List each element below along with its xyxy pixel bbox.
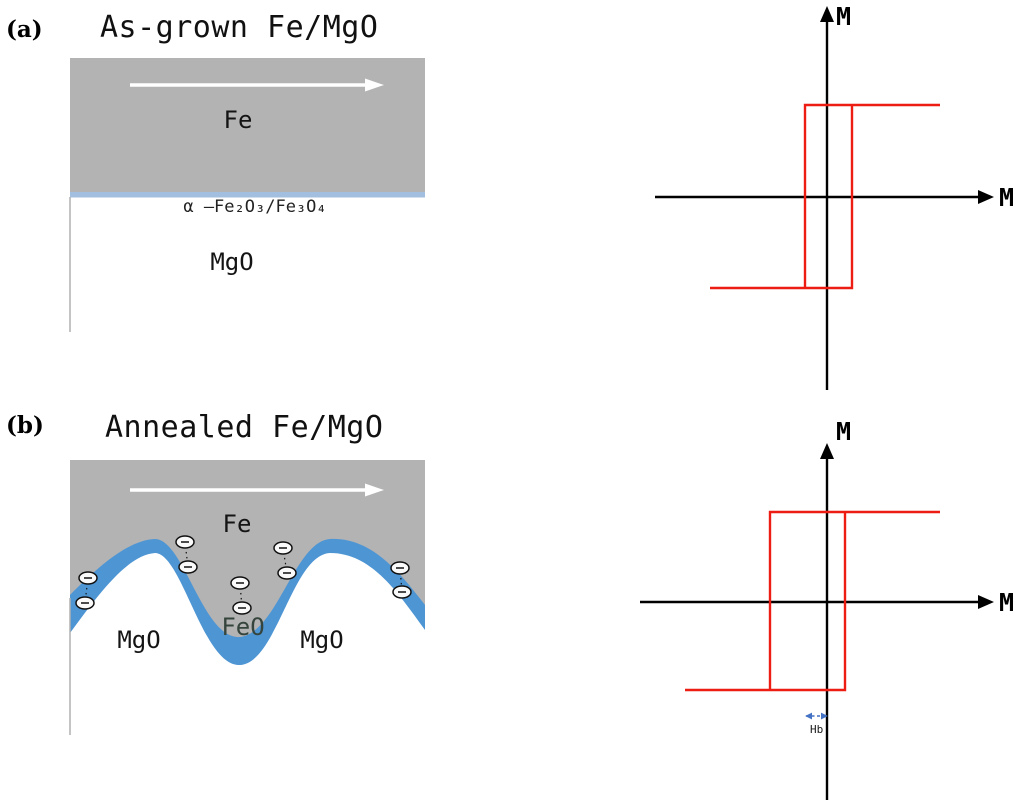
magnetization-arrowhead-icon bbox=[365, 78, 384, 92]
magnetization-arrowhead-icon bbox=[365, 483, 384, 497]
panel-b-schematic: Fe MgO FeO MgO bbox=[69, 460, 425, 735]
y-axis-label: M bbox=[836, 2, 851, 31]
oxide-interface-line bbox=[70, 192, 425, 198]
negative-charge-icons bbox=[75, 535, 412, 615]
panel-a-title: As-grown Fe/MgO bbox=[100, 10, 379, 45]
hysteresis-plot-a: M M bbox=[655, 2, 1014, 390]
panel-b-label: (b) bbox=[6, 412, 44, 439]
panel-a-schematic: Fe α –Fe₂O₃/Fe₃O₄ MgO bbox=[69, 58, 425, 332]
x-axis-arrowhead-icon bbox=[978, 190, 994, 204]
panel-b-title: Annealed Fe/MgO bbox=[105, 410, 384, 445]
mgo-substrate-label: MgO bbox=[210, 248, 253, 276]
x-axis-label: M bbox=[999, 588, 1014, 617]
fe-label: Fe bbox=[223, 510, 252, 538]
y-axis-arrowhead-icon bbox=[820, 443, 834, 459]
hysteresis-loop bbox=[710, 103, 940, 290]
hysteresis-plot-b: M M Hb bbox=[640, 417, 1014, 800]
panel-a-label: (a) bbox=[6, 16, 43, 43]
mgo-right-label: MgO bbox=[300, 626, 343, 654]
feo-label: FeO bbox=[221, 613, 264, 641]
mgo-left-label: MgO bbox=[117, 626, 160, 654]
x-axis-label: M bbox=[999, 183, 1014, 212]
fe-layer bbox=[70, 460, 425, 638]
interface-oxide-label: α –Fe₂O₃/Fe₃O₄ bbox=[183, 197, 326, 217]
y-axis-arrowhead-icon bbox=[820, 6, 834, 22]
fe-label: Fe bbox=[224, 106, 253, 134]
hysteresis-loop bbox=[685, 510, 940, 692]
exchange-bias-label: Hb bbox=[810, 723, 823, 736]
x-axis-arrowhead-icon bbox=[978, 595, 994, 609]
y-axis-label: M bbox=[836, 417, 851, 446]
